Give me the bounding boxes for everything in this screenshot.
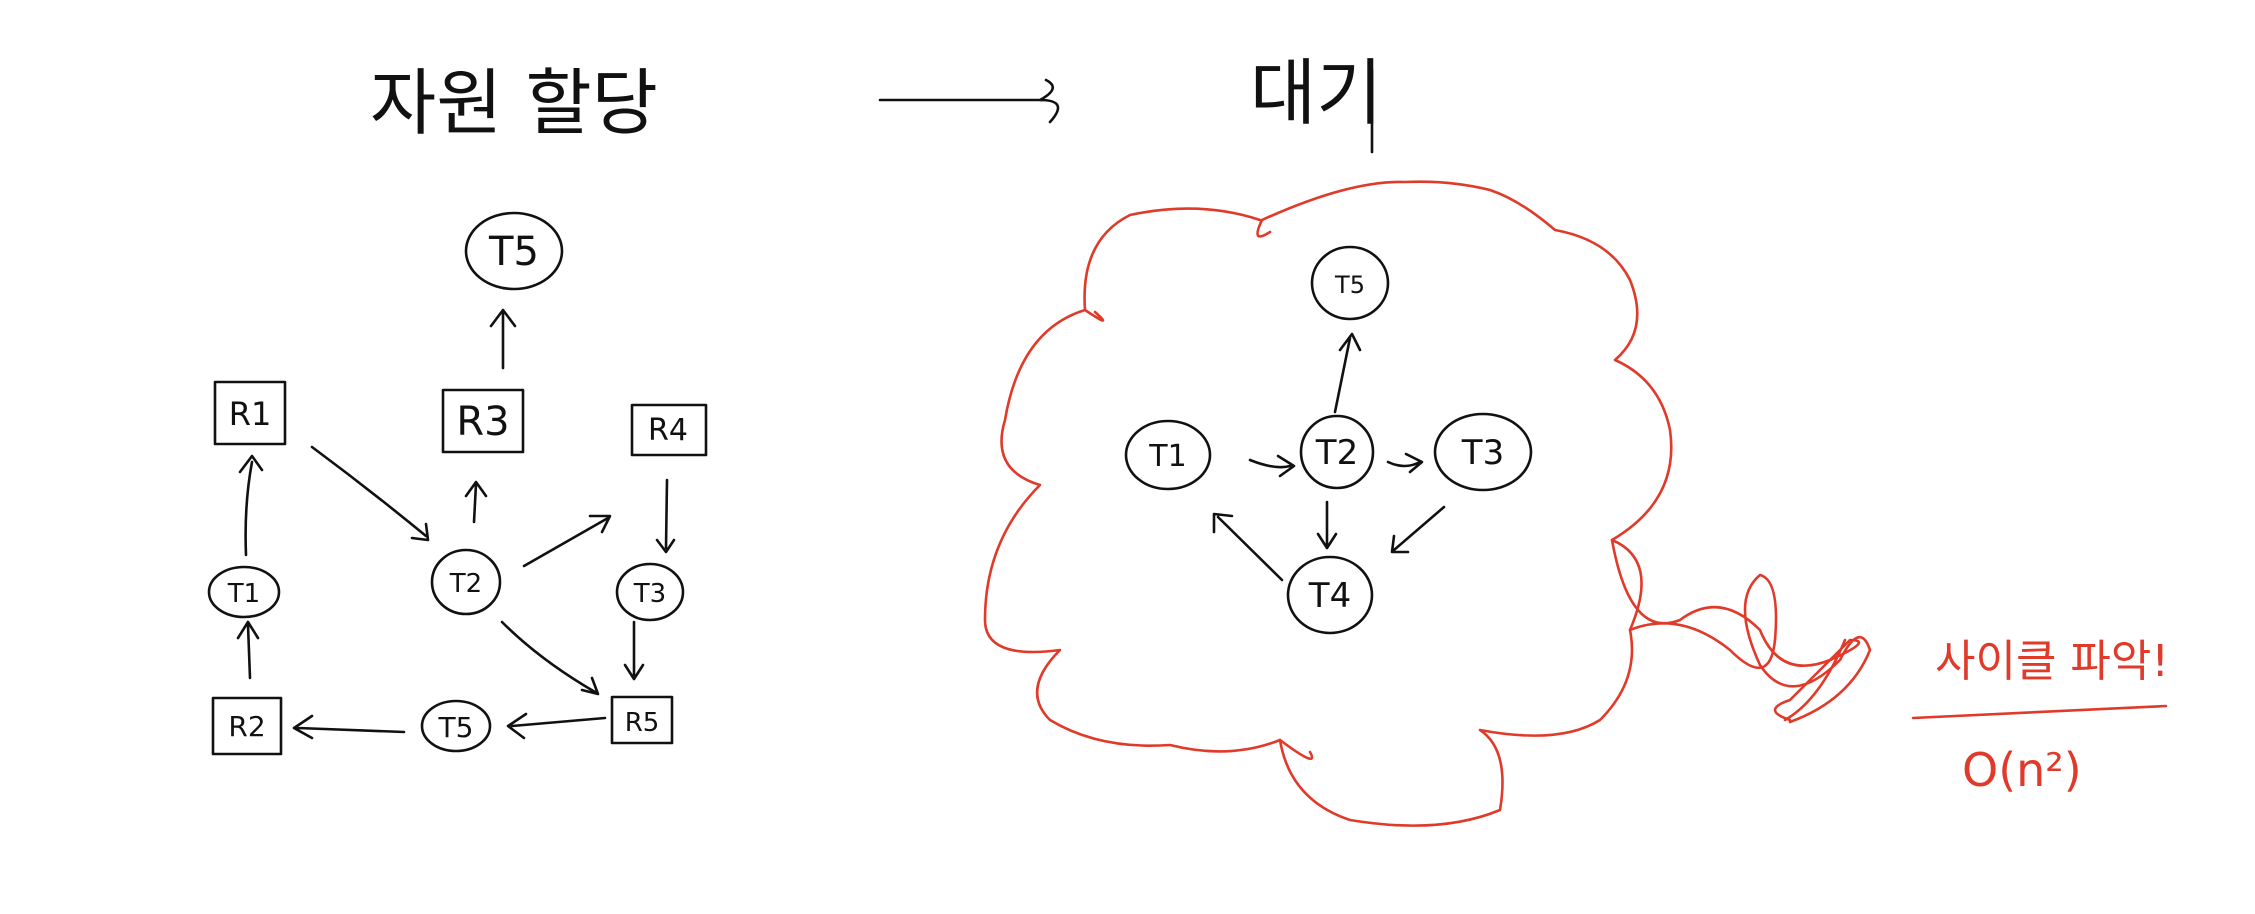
edge-t4-t1: [1212, 512, 1284, 582]
edge-t3-r5: [623, 620, 645, 681]
wait-title: 대기: [1250, 51, 1382, 135]
node-t3-wait: [1433, 412, 1533, 492]
cloud-loop: [1083, 308, 1105, 322]
node-t2-left: [430, 548, 502, 616]
node-label: T2: [1315, 433, 1358, 473]
node-label: T1: [227, 579, 260, 609]
node-t3-left: [615, 562, 685, 622]
node-t4-wait: [1286, 555, 1374, 635]
wait-for-graph: T5 T1 T2 T3 T4: [983, 180, 1872, 827]
node-t2-wait: [1299, 414, 1375, 490]
edge-t1-r1: [238, 454, 264, 557]
node-r4: [630, 403, 708, 457]
edge-r3-t5: [489, 308, 517, 370]
complexity-note: O(n²): [1962, 743, 2082, 797]
edge-t1-t2: [1248, 454, 1296, 478]
cloud-tail-loop: [1628, 573, 1872, 724]
node-label: T5: [488, 229, 539, 275]
node-t1-wait: [1124, 419, 1212, 491]
node-label: T3: [633, 579, 666, 609]
edge-r2-t1: [236, 620, 260, 680]
cycle-detection-note: 사이클 파악!: [1935, 636, 2169, 687]
edge-t5-r2: [292, 714, 406, 740]
node-label: T5: [438, 711, 474, 744]
resource-allocation-title: 자원 할당: [370, 61, 658, 145]
node-r1: [213, 380, 287, 446]
edge-t2-r5: [500, 620, 600, 696]
note-divider: [1911, 704, 2168, 720]
edge-r1-t2: [310, 445, 430, 542]
cycle-highlight-cloud: [983, 180, 1673, 827]
node-label: R4: [648, 413, 688, 448]
cloud-tail: [1610, 538, 1861, 722]
edge-t2-t3: [1386, 452, 1424, 474]
transform-arrow: [878, 78, 1060, 124]
cloud-loop: [1256, 218, 1272, 238]
resource-allocation-graph: T5 R1 R3 R4 T1 T2 T3 R2 T5 R5: [207, 211, 708, 756]
node-t1-left: [207, 565, 281, 619]
node-label: R5: [625, 708, 660, 738]
node-t5-top: [464, 211, 564, 291]
edge-t3-t4: [1390, 505, 1446, 554]
node-label: T1: [1148, 439, 1186, 474]
edge-t2-r3: [464, 480, 488, 524]
node-label: R3: [456, 399, 509, 445]
node-label: T5: [1334, 271, 1365, 299]
node-r5: [610, 695, 674, 745]
node-label: T4: [1308, 576, 1351, 616]
edge-r4-t3: [655, 478, 676, 554]
edge-r5-t5: [506, 712, 607, 740]
edge-t2-t4: [1316, 500, 1338, 550]
edge-t2-r4: [522, 514, 612, 568]
node-r2: [211, 696, 283, 756]
node-label: R1: [229, 395, 272, 433]
edge-t2-t5: [1333, 332, 1362, 414]
node-label: T2: [449, 569, 482, 599]
node-label: T3: [1461, 433, 1504, 473]
cloud-loop: [1278, 738, 1314, 761]
node-t5-wait: [1310, 245, 1390, 321]
node-t5-bottom: [420, 699, 492, 753]
node-label: R2: [228, 710, 265, 743]
node-r3: [441, 388, 525, 454]
